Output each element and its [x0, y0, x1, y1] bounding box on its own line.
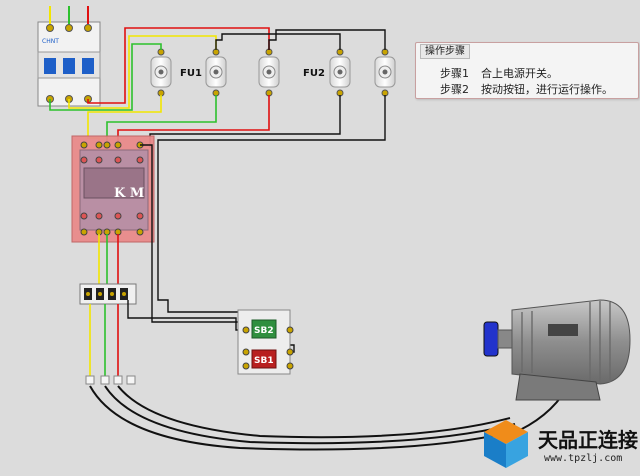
step-2-label: 步骤2: [440, 83, 469, 96]
breaker-terminal-top-2: [65, 24, 73, 32]
sb1-button[interactable]: SB1: [251, 349, 277, 369]
fuse-3[interactable]: [258, 48, 280, 97]
sb2-label: SB2: [254, 326, 274, 336]
fu1-label: FU1: [180, 68, 202, 79]
wire-green-to-km: [106, 95, 217, 148]
fuse-1[interactable]: [150, 48, 172, 97]
wire-red-to-fu: [87, 27, 270, 104]
motor-terminals: [85, 375, 136, 385]
step-2-text: 按动按钮，进行运行操作。: [481, 83, 613, 96]
fuse-2[interactable]: [205, 48, 227, 97]
relay-to-motor-wires: [89, 304, 119, 378]
breaker-toggle-1[interactable]: [44, 58, 56, 74]
wire-fu2-to-fu4: [215, 33, 341, 50]
breaker-brand: CHNT: [42, 38, 59, 45]
step-1-label: 步骤1: [440, 67, 469, 80]
motor[interactable]: [483, 299, 631, 401]
breaker-toggle-3[interactable]: [82, 58, 94, 74]
contactor-core: [83, 167, 145, 199]
step-1: 步骤1 合上电源开关。: [440, 65, 558, 81]
motor-base: [515, 373, 601, 401]
watermark-name: 天品正连接: [538, 428, 638, 452]
breaker-to-fuse-wires: [49, 27, 270, 111]
push-button-station: SB2 SB1: [237, 309, 294, 375]
motor-body: [511, 299, 631, 385]
fuse-to-control-wires: [149, 95, 386, 313]
breaker-toggle-2[interactable]: [63, 58, 75, 74]
motor-cable: [89, 371, 576, 451]
step-2: 步骤2 按动按钮，进行运行操作。: [440, 81, 613, 97]
breaker-terminal-top-3: [84, 24, 92, 32]
fuse-5[interactable]: [374, 48, 396, 97]
wire-yellow-to-fu: [68, 35, 217, 109]
km-label: K M: [114, 186, 144, 201]
control-fuse-wires: [215, 29, 386, 50]
motor-fins: [521, 301, 611, 383]
fuse-4[interactable]: [329, 48, 351, 97]
breaker-terminal-top-1: [46, 24, 54, 32]
wire-km-to-sb2: [140, 144, 290, 331]
motor-nameplate: [548, 324, 578, 336]
step-1-text: 合上电源开关。: [481, 67, 558, 80]
wire-fu5-to-sb: [157, 95, 386, 313]
thermal-relay[interactable]: [79, 283, 137, 305]
km-to-relay-wires: [98, 234, 119, 284]
circuit-breaker[interactable]: CHNT: [37, 21, 101, 107]
wire-green-to-fu: [49, 43, 162, 111]
sb1-label: SB1: [254, 356, 274, 366]
operation-steps-panel: 操作步骤 步骤1 合上电源开关。 步骤2 按动按钮，进行运行操作。: [415, 42, 639, 99]
fuse-group: FU1 FU2: [150, 48, 396, 97]
sb2-button[interactable]: SB2: [251, 319, 277, 339]
watermark-url: www.tpzlj.com: [544, 453, 623, 464]
watermark-logo: [484, 420, 528, 468]
panel-title: 操作步骤: [420, 44, 470, 59]
fu2-label: FU2: [303, 68, 325, 79]
wire-relay-to-sb2: [127, 300, 246, 331]
motor-shaft-coupling: [483, 321, 499, 357]
supply-wires: [49, 6, 89, 24]
contactor-km[interactable]: K M: [71, 135, 155, 243]
wire-fu3-to-fu5: [268, 29, 386, 50]
